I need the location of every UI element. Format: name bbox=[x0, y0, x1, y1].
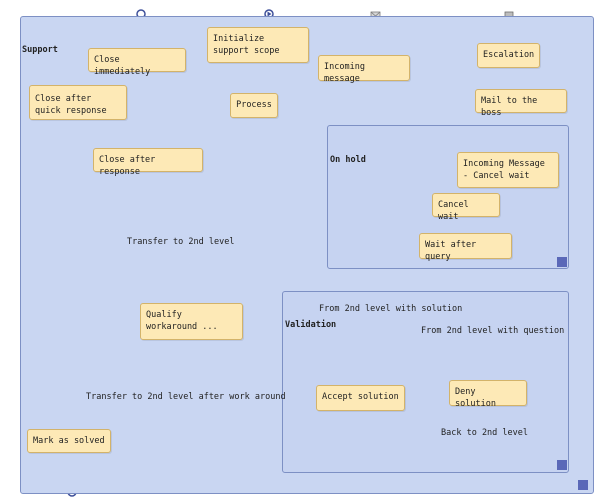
task-incoming-message[interactable]: Incoming message bbox=[318, 55, 410, 84]
task-close-after-quick-response[interactable]: Close after quick response bbox=[29, 85, 127, 120]
task-initialize-support-scope[interactable]: Initialize support scope bbox=[207, 27, 309, 63]
label-back-to-2nd-level: Back to 2nd level bbox=[441, 428, 528, 438]
task-mark-as-solved[interactable]: Mark as solved bbox=[27, 429, 111, 453]
label-transfer-to-2nd-level: Transfer to 2nd level bbox=[127, 237, 235, 247]
subprocess-on-hold-title: On hold bbox=[330, 155, 366, 165]
task-deny-solution[interactable]: Deny solution bbox=[449, 380, 527, 409]
label-from-2nd-level-with-solution: From 2nd level with solution bbox=[319, 304, 463, 314]
start-event-top-play bbox=[267, 11, 272, 17]
pool-resize-handle[interactable] bbox=[578, 480, 588, 490]
task-qualify-workaround[interactable]: Qualify workaround ... bbox=[140, 303, 243, 340]
task-close-immediately[interactable]: Close immediately bbox=[88, 48, 186, 77]
task-cancel-wait[interactable]: Cancel wait bbox=[432, 193, 500, 222]
label-transfer-after-work-around: Transfer to 2nd level after work around bbox=[86, 392, 286, 402]
task-wait-after-query[interactable]: Wait after query bbox=[419, 233, 512, 262]
on-hold-resize-handle[interactable] bbox=[557, 257, 567, 267]
pool-title: Support bbox=[22, 45, 58, 55]
task-accept-solution[interactable]: Accept solution bbox=[316, 385, 405, 411]
task-close-after-response[interactable]: Close after response bbox=[93, 148, 203, 177]
task-mail-to-the-boss[interactable]: Mail to the boss bbox=[475, 89, 567, 118]
task-incoming-message-cancel-wait[interactable]: Incoming Message - Cancel wait bbox=[457, 152, 559, 188]
task-escalation[interactable]: Escalation bbox=[477, 43, 540, 68]
validation-resize-handle[interactable] bbox=[557, 460, 567, 470]
subprocess-validation-title: Validation bbox=[285, 320, 337, 330]
task-process[interactable]: Process bbox=[230, 93, 278, 118]
label-from-2nd-level-with-question: From 2nd level with question bbox=[421, 326, 565, 336]
